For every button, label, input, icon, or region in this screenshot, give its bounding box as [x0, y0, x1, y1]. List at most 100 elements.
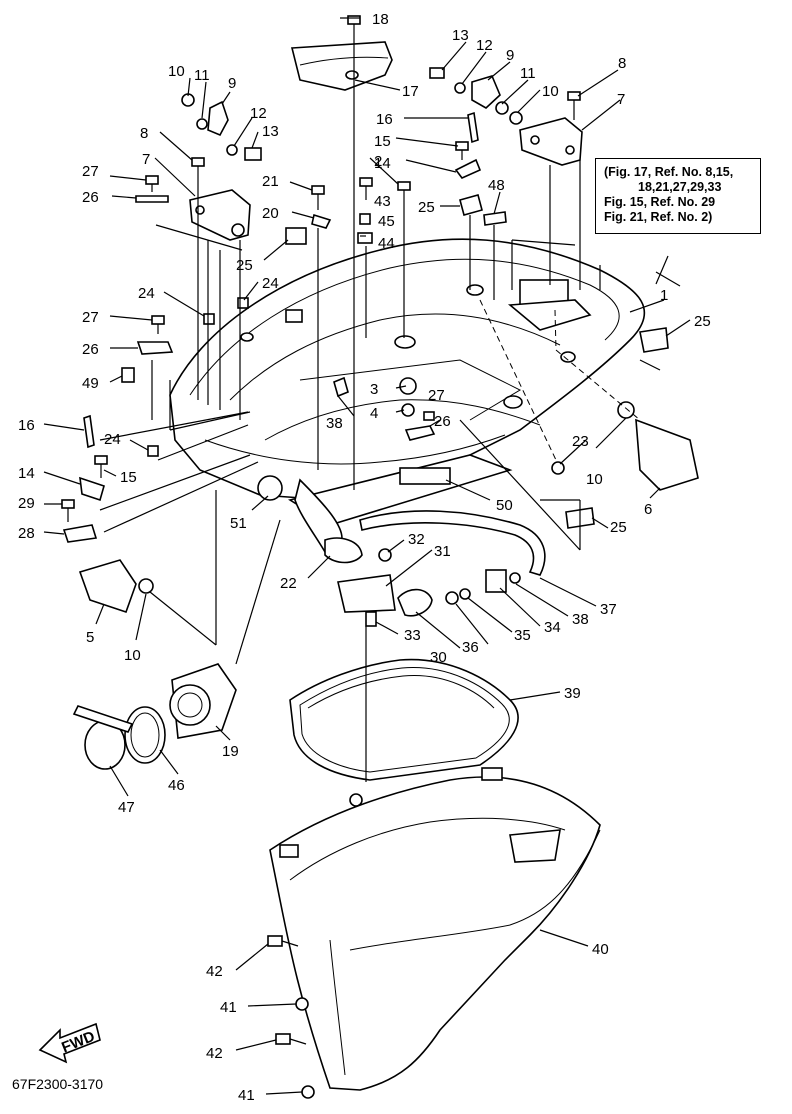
- callout-11: 11: [520, 65, 536, 82]
- callout-27: 27: [82, 309, 99, 326]
- callout-33: 33: [404, 627, 421, 644]
- latch-left: [189, 189, 251, 241]
- small-fasteners: [61, 15, 699, 627]
- latch-right: [519, 117, 583, 166]
- callout-48: 48: [488, 177, 505, 194]
- callout-45: 45: [378, 213, 395, 230]
- callout-46: 46: [168, 777, 185, 794]
- callout-50: 50: [496, 497, 513, 514]
- clip-right: [471, 75, 501, 109]
- callout-16: 16: [18, 417, 35, 434]
- callout-10: 10: [168, 63, 185, 80]
- reference-note-line: Fig. 15, Ref. No. 29: [604, 195, 716, 209]
- callout-34: 34: [544, 619, 561, 636]
- callout-31: 31: [434, 543, 451, 560]
- callout-26: 26: [82, 341, 99, 358]
- callout-9: 9: [228, 75, 236, 92]
- callout-43: 43: [374, 193, 391, 210]
- callout-21: 21: [262, 173, 279, 190]
- callout-14: 14: [374, 155, 391, 172]
- callout-9: 9: [506, 47, 514, 64]
- callout-8: 8: [618, 55, 626, 72]
- fwd-arrow: FWD: [38, 1022, 101, 1064]
- callout-3: 3: [370, 381, 378, 398]
- callout-13: 13: [262, 123, 279, 140]
- callout-42: 42: [206, 1045, 223, 1062]
- callout-17: 17: [402, 83, 419, 100]
- callout-26: 26: [82, 189, 99, 206]
- callout-5: 5: [86, 629, 94, 646]
- bottom-cowling: [169, 238, 646, 501]
- callout-26: 26: [434, 413, 451, 430]
- callout-40: 40: [592, 941, 609, 958]
- callout-30: 30: [430, 649, 447, 666]
- callout-28: 28: [18, 525, 35, 542]
- callout-27: 27: [428, 387, 445, 404]
- reference-note-line: Fig. 21, Ref. No. 2): [604, 210, 713, 224]
- upper-cover-piece: [290, 41, 393, 91]
- callout-49: 49: [82, 375, 99, 392]
- callout-16: 16: [376, 111, 393, 128]
- clip-left: [207, 100, 229, 137]
- callout-1: 1: [660, 287, 668, 304]
- callout-10: 10: [542, 83, 559, 100]
- callout-7: 7: [142, 151, 150, 168]
- callout-10: 10: [124, 647, 141, 664]
- callout-20: 20: [262, 205, 279, 222]
- callout-4: 4: [370, 405, 378, 422]
- callout-27: 27: [82, 163, 99, 180]
- callout-44: 44: [378, 235, 395, 252]
- callout-39: 39: [564, 685, 581, 702]
- callout-41: 41: [220, 999, 237, 1016]
- callout-41: 41: [238, 1087, 255, 1104]
- callout-36: 36: [462, 639, 479, 656]
- callout-24: 24: [262, 275, 279, 292]
- callout-12: 12: [476, 37, 493, 54]
- callout-15: 15: [120, 469, 137, 486]
- callout-11: 11: [194, 67, 210, 84]
- callout-14: 14: [18, 465, 35, 482]
- callout-35: 35: [514, 627, 531, 644]
- callout-38: 38: [572, 611, 589, 628]
- callout-24: 24: [104, 431, 121, 448]
- reference-note-line: 18,21,27,29,33: [638, 180, 722, 194]
- callout-29: 29: [18, 495, 35, 512]
- lower-cowl: [269, 767, 601, 1091]
- callout-23: 23: [572, 433, 589, 450]
- leader-lines: [43, 17, 691, 1095]
- callout-22: 22: [280, 575, 297, 592]
- reference-note-line: (Fig. 17, Ref. No. 8,15,: [604, 165, 734, 179]
- lower-fasteners: [267, 935, 315, 1099]
- callout-8: 8: [140, 125, 148, 142]
- callout-24: 24: [138, 285, 155, 302]
- callout-25: 25: [418, 199, 435, 216]
- callout-25: 25: [610, 519, 627, 536]
- callout-32: 32: [408, 531, 425, 548]
- lower-front-panel: [257, 454, 513, 554]
- drawing-code: 67F2300-3170: [12, 1076, 104, 1092]
- hose: [359, 510, 546, 576]
- seal-gasket: [289, 658, 519, 781]
- adapter-assembly: [72, 663, 237, 770]
- callout-42: 42: [206, 963, 223, 980]
- callout-19: 19: [222, 743, 239, 760]
- callout-37: 37: [600, 601, 617, 618]
- callout-6: 6: [644, 501, 652, 518]
- callout-38: 38: [326, 415, 343, 432]
- callout-13: 13: [452, 27, 469, 44]
- callout-18: 18: [372, 11, 389, 28]
- callout-12: 12: [250, 105, 267, 122]
- callout-2: 2: [374, 153, 382, 170]
- fwd-label: FWD: [59, 1028, 97, 1057]
- callout-10: 10: [586, 471, 603, 488]
- callout-7: 7: [617, 91, 625, 108]
- connection-lines: [99, 40, 661, 782]
- callout-25: 25: [694, 313, 711, 330]
- callout-25: 25: [236, 257, 253, 274]
- callout-15: 15: [374, 133, 391, 150]
- callout-51: 51: [230, 515, 247, 532]
- callout-labels: 18 17 13 12 9 11 10 8 7 10 11 9 12 13 8 …: [18, 11, 711, 1104]
- reference-note-box: (Fig. 17, Ref. No. 8,15, 18,21,27,29,33 …: [595, 158, 761, 234]
- callout-47: 47: [118, 799, 135, 816]
